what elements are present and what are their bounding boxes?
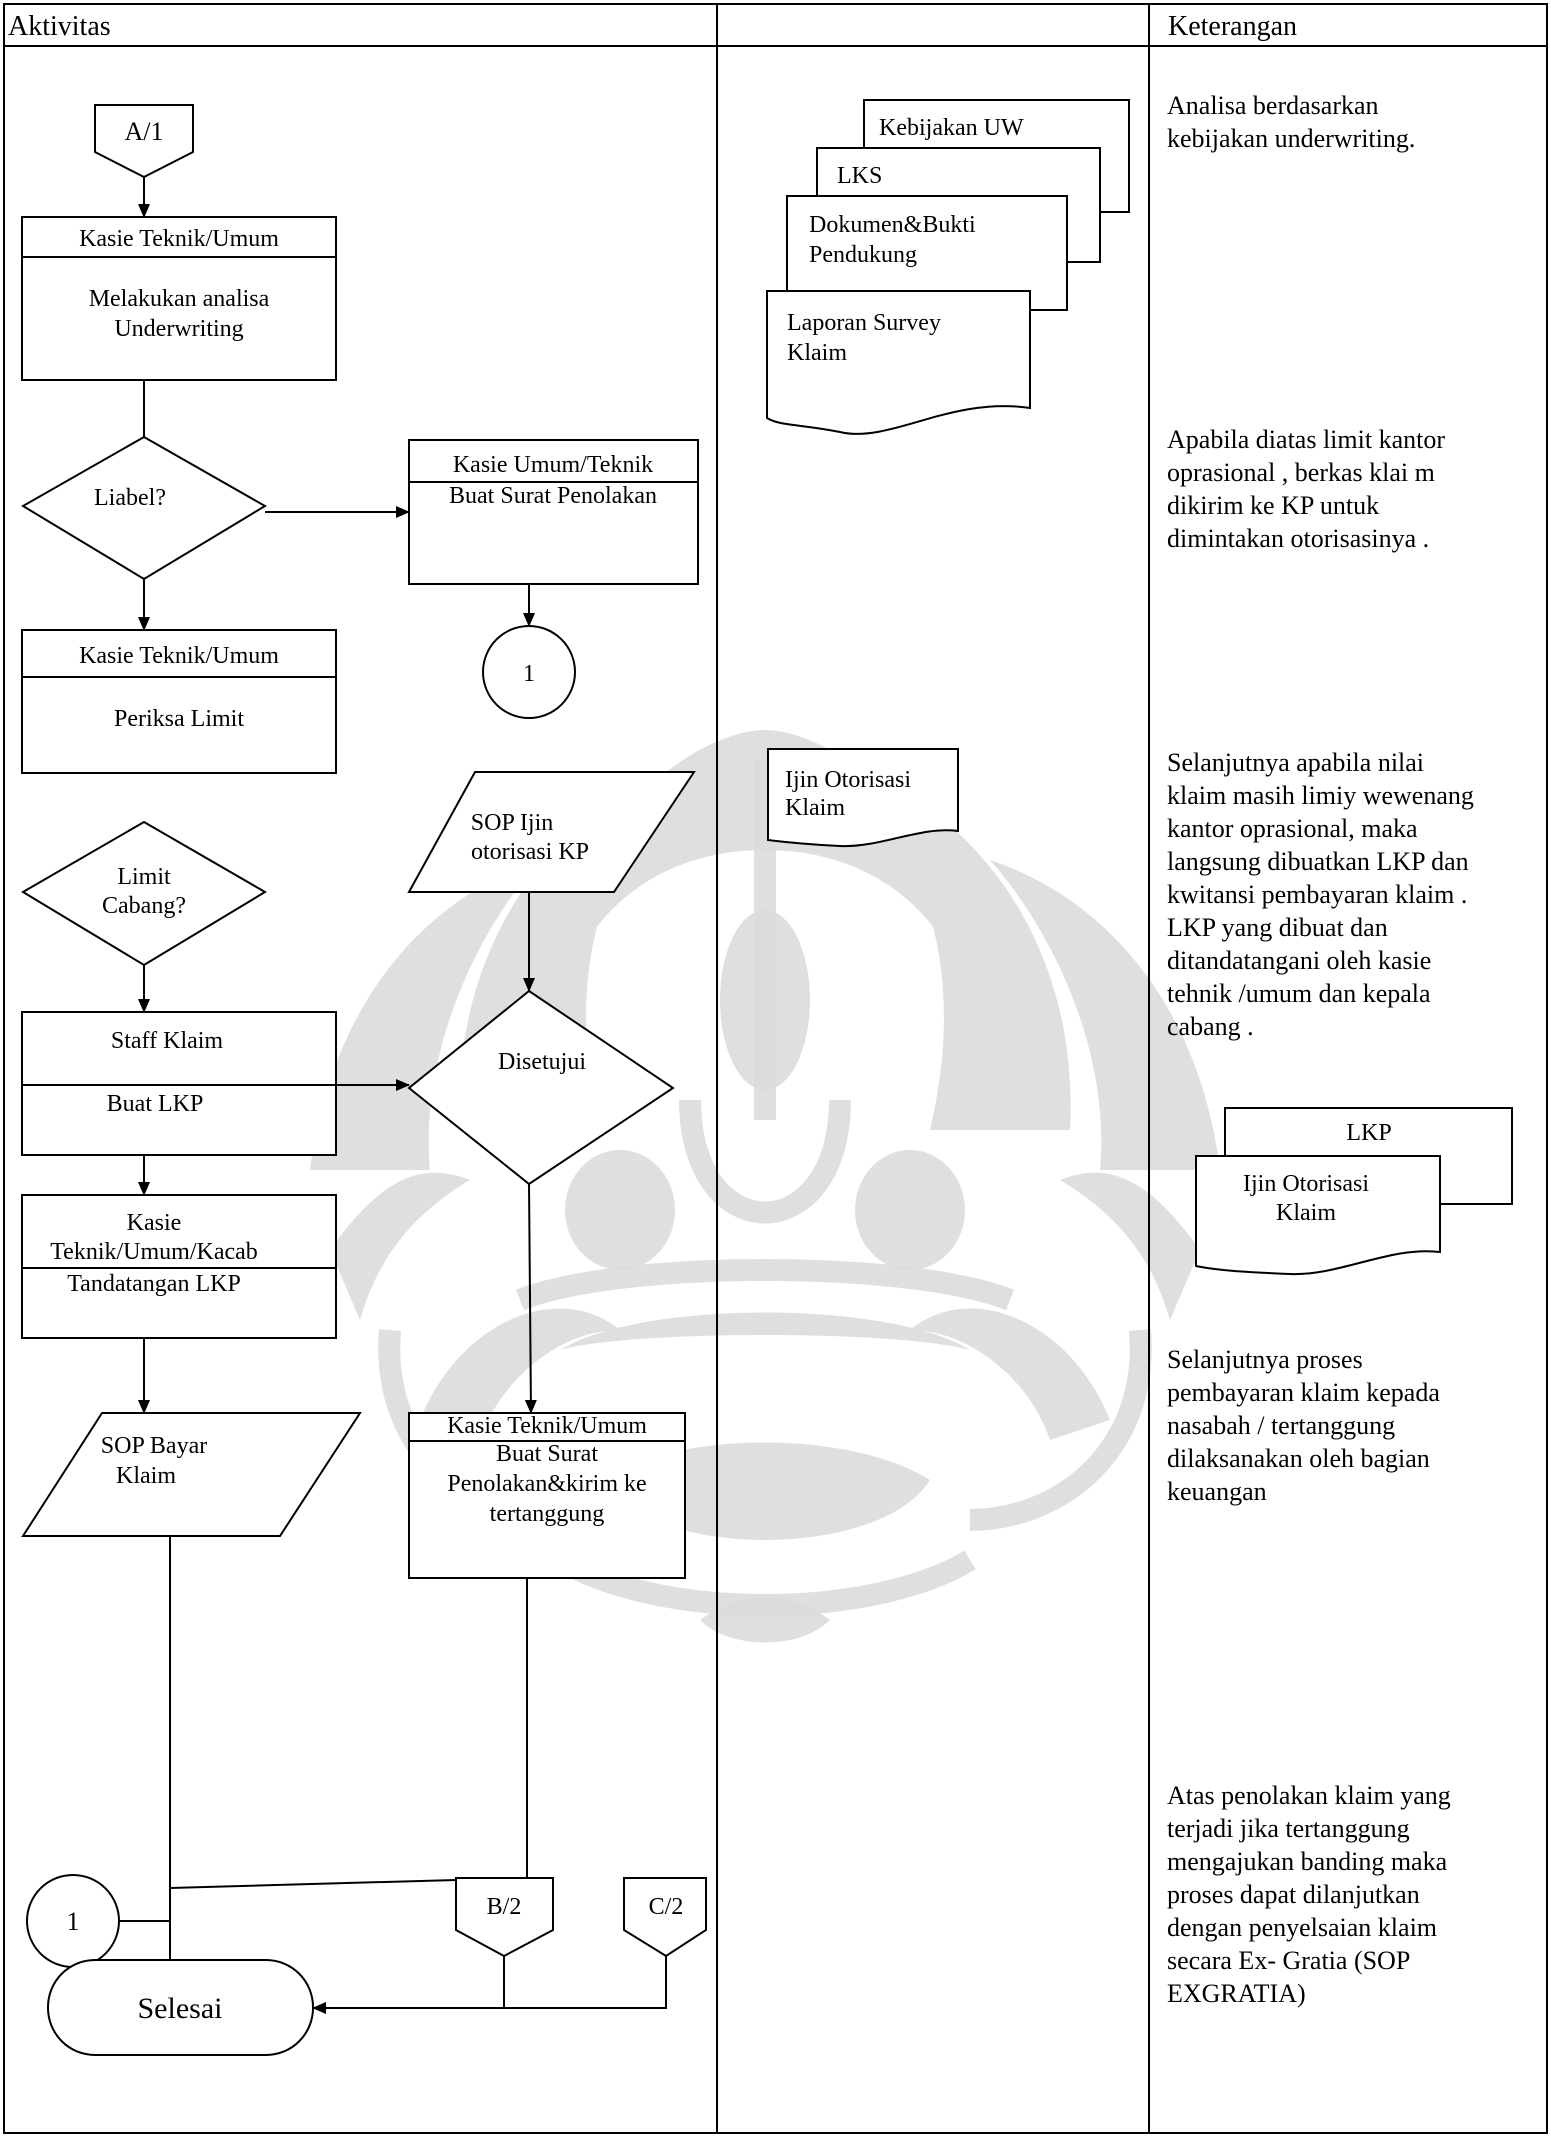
document-stack-lkp: LKP Ijin Otorisasi Klaim bbox=[1195, 1107, 1513, 1276]
note-payment-process: Selanjutnya proses pembayaran klaim kepa… bbox=[1167, 1345, 1440, 1506]
doc-laporan-survey-line2: Klaim bbox=[787, 340, 847, 366]
decision-liable: Liabel? bbox=[21, 435, 267, 581]
connector-c2-label: C/2 bbox=[649, 1894, 684, 1920]
note3-line3: kantor oprasional, maka bbox=[1167, 814, 1418, 843]
doc-kebijakan-uw: Kebijakan UW bbox=[879, 115, 1024, 141]
sop-authorization-line2: otorisasi KP bbox=[471, 839, 589, 865]
table-frame bbox=[3, 3, 1548, 2134]
note3-line4: langsung dibuatkan LKP dan bbox=[1167, 847, 1469, 876]
note5-line2: terjadi jika tertanggung bbox=[1167, 1814, 1410, 1843]
data-sop-authorization: SOP Ijin otorisasi KP bbox=[407, 771, 696, 893]
send-rejection-line2: Penolakan&kirim ke bbox=[447, 1471, 646, 1497]
doc-dokumen-bukti-line1: Dokumen&Bukti bbox=[809, 212, 976, 238]
decision-approved-label: Disetujui bbox=[498, 1049, 586, 1075]
branch-limit-line2: Cabang? bbox=[102, 893, 186, 919]
doc-lks: LKS bbox=[837, 163, 882, 189]
analysis-role: Kasie Teknik/Umum bbox=[79, 226, 279, 252]
connector-circle-1: 1 bbox=[482, 625, 576, 719]
doc-ijin-line2: Klaim bbox=[1276, 1200, 1336, 1226]
note-above-limit: Apabila diatas limit kantor oprasional ,… bbox=[1167, 425, 1445, 553]
staff-claim-role: Staff Klaim bbox=[111, 1028, 224, 1054]
send-rejection-role: Kasie Teknik/Umum bbox=[447, 1413, 647, 1439]
rejection-role: Kasie Umum/Teknik bbox=[453, 452, 653, 478]
send-rejection-line3: tertanggung bbox=[490, 1501, 605, 1527]
note-within-limit: Selanjutnya apabila nilai klaim masih li… bbox=[1167, 748, 1474, 1041]
process-check-limit: Kasie Teknik/Umum Periksa Limit bbox=[21, 629, 337, 774]
note1-line1: Analisa berdasarkan bbox=[1167, 91, 1379, 120]
note4-line5: keuangan bbox=[1167, 1477, 1267, 1506]
doc-lkp: LKP bbox=[1346, 1120, 1391, 1146]
note4-line1: Selanjutnya proses bbox=[1167, 1345, 1363, 1374]
note4-line4: dilaksanakan oleh bagian bbox=[1167, 1444, 1430, 1473]
decision-approved: Disetujui bbox=[407, 989, 675, 1186]
data-sop-payment: SOP Bayar Klaim bbox=[21, 1412, 362, 1537]
note2-line3: dikirim ke KP untuk bbox=[1167, 491, 1379, 520]
doc-laporan-survey-line1: Laporan Survey bbox=[787, 310, 941, 336]
sop-authorization-line1: SOP Ijin bbox=[471, 810, 553, 836]
decision-branch-limit: Limit Cabang? bbox=[21, 820, 267, 967]
send-rejection-line1: Buat Surat bbox=[496, 1441, 598, 1467]
doc-ijin-otorisasi-line1: Ijin Otorisasi bbox=[785, 767, 911, 793]
note4-line3: nasabah / tertanggung bbox=[1167, 1411, 1395, 1440]
offpage-connector-b2: B/2 bbox=[455, 1877, 554, 1958]
terminator-end: Selesai bbox=[47, 1959, 314, 2056]
doc-ijin-line1: Ijin Otorisasi bbox=[1243, 1171, 1369, 1197]
column-header-activity: Aktivitas bbox=[8, 11, 111, 42]
process-sign-lkp: Kasie Teknik/Umum/Kacab Tandatangan LKP bbox=[21, 1194, 337, 1339]
note-ex-gratia: Atas penolakan klaim yang terjadi jika t… bbox=[1167, 1781, 1451, 2008]
sop-payment-line1: SOP Bayar bbox=[101, 1433, 207, 1459]
connector-b2-label: B/2 bbox=[487, 1894, 522, 1920]
connector-1-bottom-label: 1 bbox=[67, 1907, 80, 1936]
note3-line6: LKP yang dibuat dan bbox=[1167, 913, 1388, 942]
branch-limit-line1: Limit bbox=[117, 864, 171, 890]
note4-line2: pembayaran klaim kepada bbox=[1167, 1378, 1440, 1407]
analysis-task-line1: Melakukan analisa bbox=[89, 286, 270, 312]
note3-line9: cabang . bbox=[1167, 1012, 1254, 1041]
note5-line3: mengajukan banding maka bbox=[1167, 1847, 1448, 1876]
note2-line4: dimintakan otorisasinya . bbox=[1167, 524, 1429, 553]
connector-1-label: 1 bbox=[523, 661, 535, 687]
document-stack-claim-files: Kebijakan UW LKS Dokumen&Bukti Pendukung… bbox=[766, 99, 1130, 435]
note5-line4: proses dapat dilanjutkan bbox=[1167, 1880, 1420, 1909]
doc-dokumen-bukti-line2: Pendukung bbox=[809, 242, 917, 268]
note1-line2: kebijakan underwriting. bbox=[1167, 124, 1415, 153]
note3-line2: klaim masih limiy wewenang bbox=[1167, 781, 1474, 810]
sign-lkp-role-line2: Teknik/Umum/Kacab bbox=[50, 1239, 258, 1265]
decision-liable-label: Liabel? bbox=[94, 485, 166, 511]
note5-line1: Atas penolakan klaim yang bbox=[1167, 1781, 1451, 1810]
note5-line5: dengan penyelsaian klaim bbox=[1167, 1913, 1437, 1942]
process-send-rejection: Kasie Teknik/Umum Buat Surat Penolakan&k… bbox=[408, 1412, 686, 1579]
column-header-notes: Keterangan bbox=[1168, 11, 1297, 42]
connector-circle-1-bottom: 1 bbox=[26, 1874, 120, 1968]
process-analysis-underwriting: Kasie Teknik/Umum Melakukan analisa Unde… bbox=[21, 216, 337, 381]
note3-line8: tehnik /umum dan kepala bbox=[1167, 979, 1431, 1008]
end-label: Selesai bbox=[138, 1992, 223, 2025]
process-rejection-letter: Kasie Umum/Teknik Buat Surat Penolakan bbox=[408, 439, 699, 585]
doc-ijin-otorisasi-line2: Klaim bbox=[785, 795, 845, 821]
offpage-connector-a1: A/1 bbox=[94, 104, 194, 179]
process-create-lkp: Staff Klaim Buat LKP bbox=[21, 1011, 337, 1156]
note-analysis: Analisa berdasarkan kebijakan underwriti… bbox=[1167, 91, 1415, 153]
note3-line7: ditandatangani oleh kasie bbox=[1167, 946, 1431, 975]
connector-a1-label: A/1 bbox=[125, 117, 164, 146]
check-limit-task: Periksa Limit bbox=[114, 706, 244, 732]
rejection-task: Buat Surat Penolakan bbox=[449, 483, 657, 509]
note3-line5: kwitansi pembayaran klaim . bbox=[1167, 880, 1467, 909]
offpage-connector-c2: C/2 bbox=[623, 1877, 707, 1958]
sign-lkp-task: Tandatangan LKP bbox=[67, 1271, 241, 1297]
note2-line1: Apabila diatas limit kantor bbox=[1167, 425, 1445, 454]
check-limit-role: Kasie Teknik/Umum bbox=[79, 643, 279, 669]
staff-claim-task: Buat LKP bbox=[107, 1091, 204, 1117]
note3-line1: Selanjutnya apabila nilai bbox=[1167, 748, 1424, 777]
analysis-task-line2: Underwriting bbox=[114, 316, 243, 342]
note5-line6: secara Ex- Gratia (SOP bbox=[1167, 1946, 1410, 1975]
note2-line2: oprasional , berkas klai m bbox=[1167, 458, 1435, 487]
note5-line7: EXGRATIA) bbox=[1167, 1979, 1306, 2008]
sop-payment-line2: Klaim bbox=[116, 1463, 176, 1489]
document-ijin-otorisasi: Ijin Otorisasi Klaim bbox=[767, 748, 959, 848]
sign-lkp-role-line1: Kasie bbox=[127, 1210, 182, 1236]
